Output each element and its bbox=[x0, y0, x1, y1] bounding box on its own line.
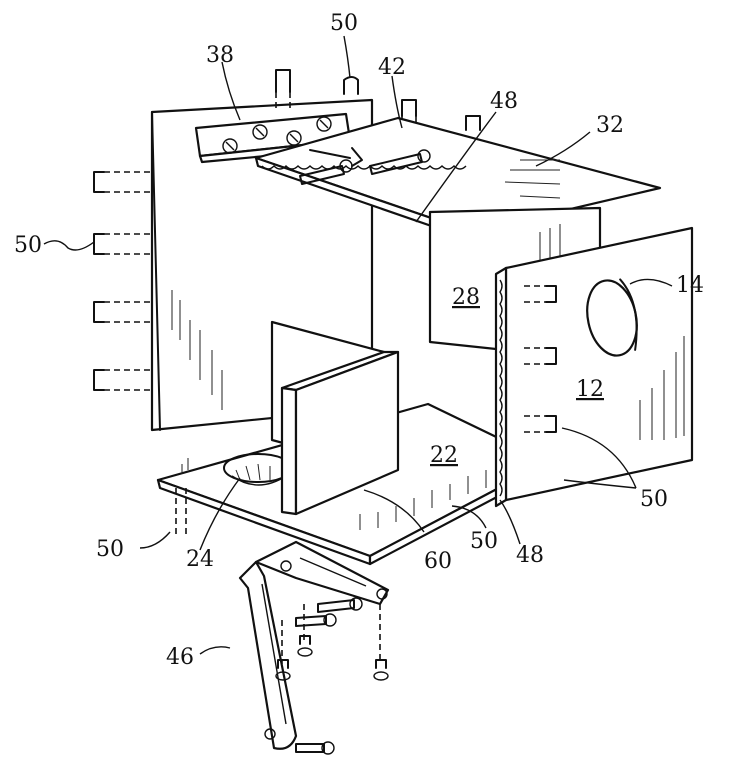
label-12: 12 bbox=[576, 377, 604, 402]
left-dowels bbox=[93, 171, 152, 391]
label-14: 14 bbox=[676, 273, 704, 298]
bracket-screws bbox=[275, 597, 389, 755]
label-24: 24 bbox=[186, 547, 214, 572]
floor-hole-hatch bbox=[235, 463, 271, 481]
label-28: 28 bbox=[452, 285, 480, 310]
partition-60 bbox=[270, 320, 400, 516]
reference-numerals: 38 50 42 48 32 50 14 28 12 22 50 50 48 5… bbox=[14, 11, 704, 670]
mounting-bracket-46 bbox=[238, 540, 390, 750]
front-panel-shading bbox=[639, 336, 685, 440]
label-46: 46 bbox=[166, 645, 194, 670]
label-22: 22 bbox=[430, 443, 458, 468]
front-panel bbox=[494, 226, 694, 508]
leader-lines bbox=[43, 35, 673, 655]
top-dowels bbox=[275, 69, 481, 134]
label-32: 32 bbox=[596, 113, 624, 138]
label-38: 38 bbox=[206, 43, 234, 68]
back-panel-shading bbox=[171, 290, 223, 410]
label-48-bottom: 48 bbox=[516, 543, 544, 568]
label-50-bottom: 50 bbox=[470, 529, 498, 554]
label-50-top: 50 bbox=[330, 11, 358, 36]
screws-42 bbox=[299, 147, 431, 185]
label-50-left: 50 bbox=[14, 233, 42, 258]
front-dowel-slots bbox=[524, 285, 557, 433]
label-48-top: 48 bbox=[490, 89, 518, 114]
label-42: 42 bbox=[378, 55, 406, 80]
label-50-bottom-left: 50 bbox=[96, 537, 124, 562]
label-60: 60 bbox=[424, 549, 452, 574]
bottom-left-dowel bbox=[175, 488, 187, 536]
label-50-right: 50 bbox=[640, 487, 668, 512]
